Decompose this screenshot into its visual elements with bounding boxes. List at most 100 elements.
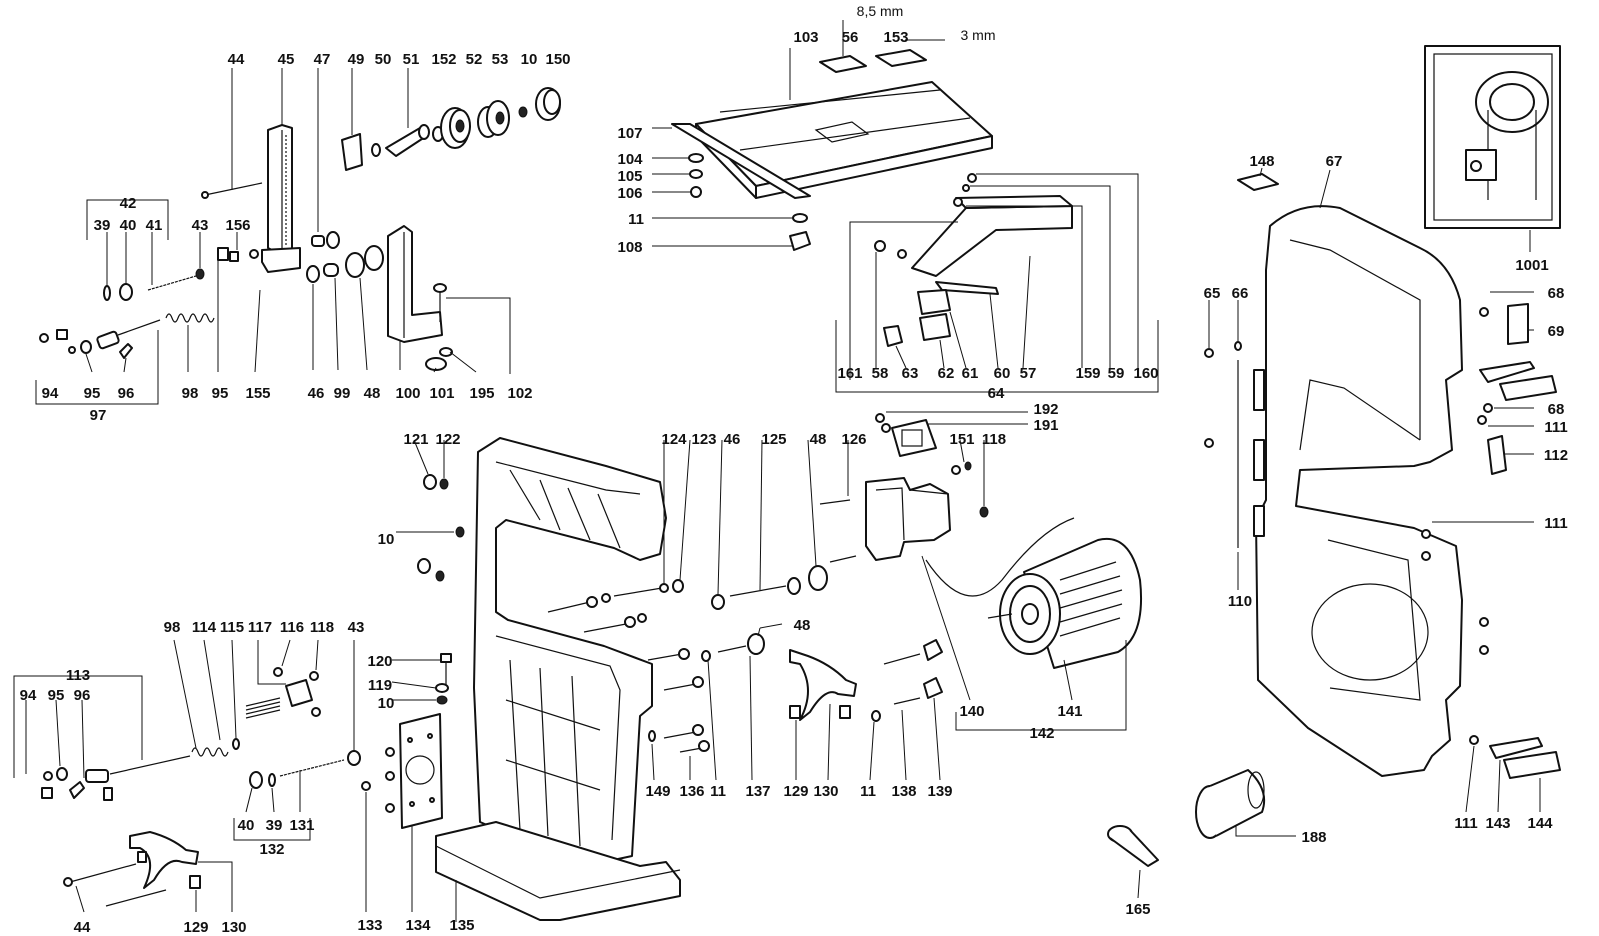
part-68b-screw bbox=[1483, 403, 1493, 413]
part-118b-nut bbox=[309, 671, 319, 681]
part-121-washer bbox=[423, 474, 437, 490]
part-125-shaft bbox=[729, 585, 787, 597]
callout-121: 121 bbox=[403, 431, 428, 448]
callout-188: 188 bbox=[1301, 829, 1326, 846]
part-46-washer bbox=[306, 265, 320, 283]
callout-138: 138 bbox=[891, 783, 916, 800]
callout-10b: 10 bbox=[378, 531, 395, 548]
callout-52: 52 bbox=[466, 51, 483, 68]
part-144-guide bbox=[1503, 751, 1561, 779]
callout-195: 195 bbox=[469, 385, 494, 402]
part-150-cap bbox=[535, 87, 561, 121]
part-10b-nut bbox=[455, 526, 465, 538]
callout-49: 49 bbox=[348, 51, 365, 68]
callout-48: 48 bbox=[364, 385, 381, 402]
callout-115: 115 bbox=[220, 619, 244, 636]
callout-132: 132 bbox=[259, 841, 284, 858]
callout-130b: 130 bbox=[221, 919, 246, 936]
part-blade-guide-upper bbox=[1479, 361, 1535, 383]
callout-112: 112 bbox=[1544, 447, 1568, 464]
callout-66: 66 bbox=[1232, 285, 1249, 302]
dimension-8-5mm: 8,5 mm bbox=[857, 3, 904, 19]
callout-103: 103 bbox=[793, 29, 818, 46]
part-129b-screw bbox=[189, 875, 201, 889]
callout-129: 129 bbox=[783, 783, 808, 800]
callout-53: 53 bbox=[492, 51, 509, 68]
part-69-label bbox=[1507, 303, 1529, 345]
part-123-washer bbox=[672, 579, 684, 593]
part-126-screw bbox=[819, 499, 851, 505]
mounting-plate-134 bbox=[361, 713, 443, 912]
callout-48c: 48 bbox=[794, 617, 811, 634]
callout-39: 39 bbox=[94, 217, 111, 234]
callout-96b: 96 bbox=[74, 687, 91, 704]
part-11-washer bbox=[792, 213, 808, 223]
callout-130: 130 bbox=[813, 783, 838, 800]
callout-65: 65 bbox=[1204, 285, 1221, 302]
callout-149: 149 bbox=[645, 783, 670, 800]
callout-118: 118 bbox=[982, 431, 1006, 448]
part-111a-screw bbox=[1477, 415, 1487, 425]
callout-11b: 11 bbox=[710, 783, 726, 800]
callout-94: 94 bbox=[42, 385, 59, 402]
part-10c-nut bbox=[436, 695, 448, 705]
part-129a-screw bbox=[789, 705, 801, 719]
callout-118b: 118 bbox=[310, 619, 334, 636]
part-116-screw bbox=[273, 667, 283, 677]
part-130-clamp bbox=[789, 649, 857, 721]
frame-fasteners bbox=[391, 439, 857, 781]
part-138-pin bbox=[893, 697, 921, 705]
callout-60: 60 bbox=[994, 365, 1011, 382]
part-53-hub bbox=[477, 100, 510, 138]
callout-117: 117 bbox=[248, 619, 272, 636]
part-47-roller bbox=[311, 231, 340, 249]
callout-10c: 10 bbox=[378, 695, 395, 712]
upper-blade-guide-assembly bbox=[35, 68, 561, 405]
part-39b-clip bbox=[268, 773, 276, 787]
dust-port-parts bbox=[1107, 769, 1296, 899]
part-49-plate bbox=[341, 133, 363, 171]
part-44-bolt bbox=[204, 182, 263, 196]
callout-40b: 40 bbox=[238, 817, 255, 834]
part-139-block bbox=[923, 639, 943, 661]
callout-135: 135 bbox=[449, 917, 474, 934]
part-45-guide-rail bbox=[261, 124, 301, 273]
part-156-clip bbox=[217, 247, 229, 261]
callout-133: 133 bbox=[357, 917, 382, 934]
callout-98: 98 bbox=[182, 385, 199, 402]
callout-107: 107 bbox=[617, 125, 642, 142]
callout-152: 152 bbox=[431, 51, 456, 68]
callout-139: 139 bbox=[927, 783, 952, 800]
part-58-screw bbox=[874, 240, 886, 252]
part-101-knob bbox=[425, 357, 447, 371]
callout-46: 46 bbox=[308, 385, 325, 402]
callout-114: 114 bbox=[192, 619, 217, 636]
callout-47: 47 bbox=[314, 51, 331, 68]
part-133-screw bbox=[361, 781, 371, 791]
upper-guard-small-parts bbox=[1204, 167, 1561, 813]
callout-131: 131 bbox=[289, 817, 314, 834]
callout-192: 192 bbox=[1033, 401, 1058, 418]
callout-61: 61 bbox=[962, 365, 979, 382]
part-131-rod bbox=[279, 759, 345, 777]
part-63-knob bbox=[883, 325, 903, 347]
callout-120: 120 bbox=[367, 653, 392, 670]
part-153-insert bbox=[875, 49, 927, 67]
part-43-nut bbox=[195, 268, 205, 280]
callout-101: 101 bbox=[429, 385, 454, 402]
callout-95c: 95 bbox=[48, 687, 65, 704]
part-66-clip bbox=[1234, 341, 1242, 351]
callout-39b: 39 bbox=[266, 817, 283, 834]
dimension-3mm: 3 mm bbox=[961, 27, 996, 43]
part-165-nozzle bbox=[1107, 825, 1159, 867]
callout-134: 134 bbox=[405, 917, 431, 934]
callout-59: 59 bbox=[1108, 365, 1125, 382]
callout-63: 63 bbox=[902, 365, 919, 382]
part-106-screw bbox=[690, 186, 702, 198]
callout-122: 122 bbox=[435, 431, 460, 448]
callout-95b: 95 bbox=[212, 385, 229, 402]
part-43b-nut bbox=[347, 750, 361, 766]
part-188-dust-port bbox=[1195, 769, 1266, 839]
callout-105: 105 bbox=[617, 168, 642, 185]
callout-56: 56 bbox=[842, 29, 859, 46]
